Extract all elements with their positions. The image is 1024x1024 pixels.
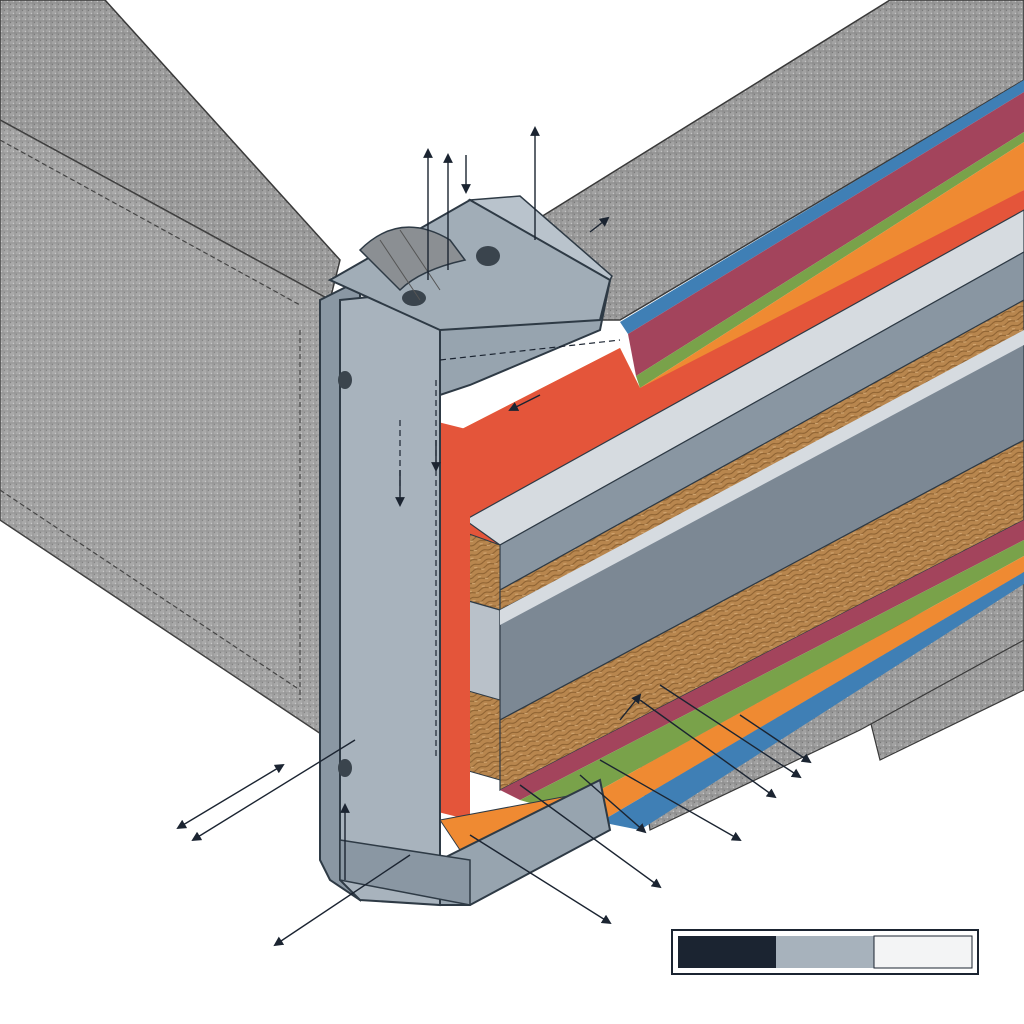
arrow-diag-right-4: [599, 759, 742, 841]
layer-green: [636, 132, 1024, 388]
scale-bar-segment-3: [873, 935, 973, 969]
scale-bar-segment-1: [678, 936, 776, 968]
scale-bar-segment-2: [776, 936, 874, 968]
strap-loop: [358, 226, 467, 301]
arrow-diag-left-2: [191, 739, 356, 842]
arrow-diag-left-3: [273, 854, 411, 947]
bracket-slot-hole: [476, 246, 500, 266]
arrow-diag-right-3: [579, 774, 647, 834]
arrow-diag-right-2: [519, 784, 662, 889]
arrow-diag-right-5: [639, 699, 777, 799]
arrow-inner: [508, 394, 541, 411]
arrow-short: [619, 693, 642, 721]
arrow-pointer: [589, 216, 610, 233]
layer-maroon: [628, 92, 1024, 376]
scale-bar: [671, 929, 979, 975]
arrow-set: [176, 126, 812, 947]
corner-bracket: [319, 195, 613, 907]
layer-stack-lower: [500, 520, 1024, 830]
arrow-diag-left-1: [176, 763, 285, 830]
arrow-diag-right-6: [659, 684, 802, 779]
arrow-diag-right-7: [739, 714, 812, 764]
mounting-hole-bottom: [338, 759, 352, 777]
arrow-diag-right-1: [469, 834, 612, 925]
bracket-slot-hole-2: [402, 290, 426, 306]
fabric-sleeve-left: [0, 0, 341, 742]
layer-blue: [620, 80, 1024, 334]
mounting-hole-top: [338, 371, 352, 389]
